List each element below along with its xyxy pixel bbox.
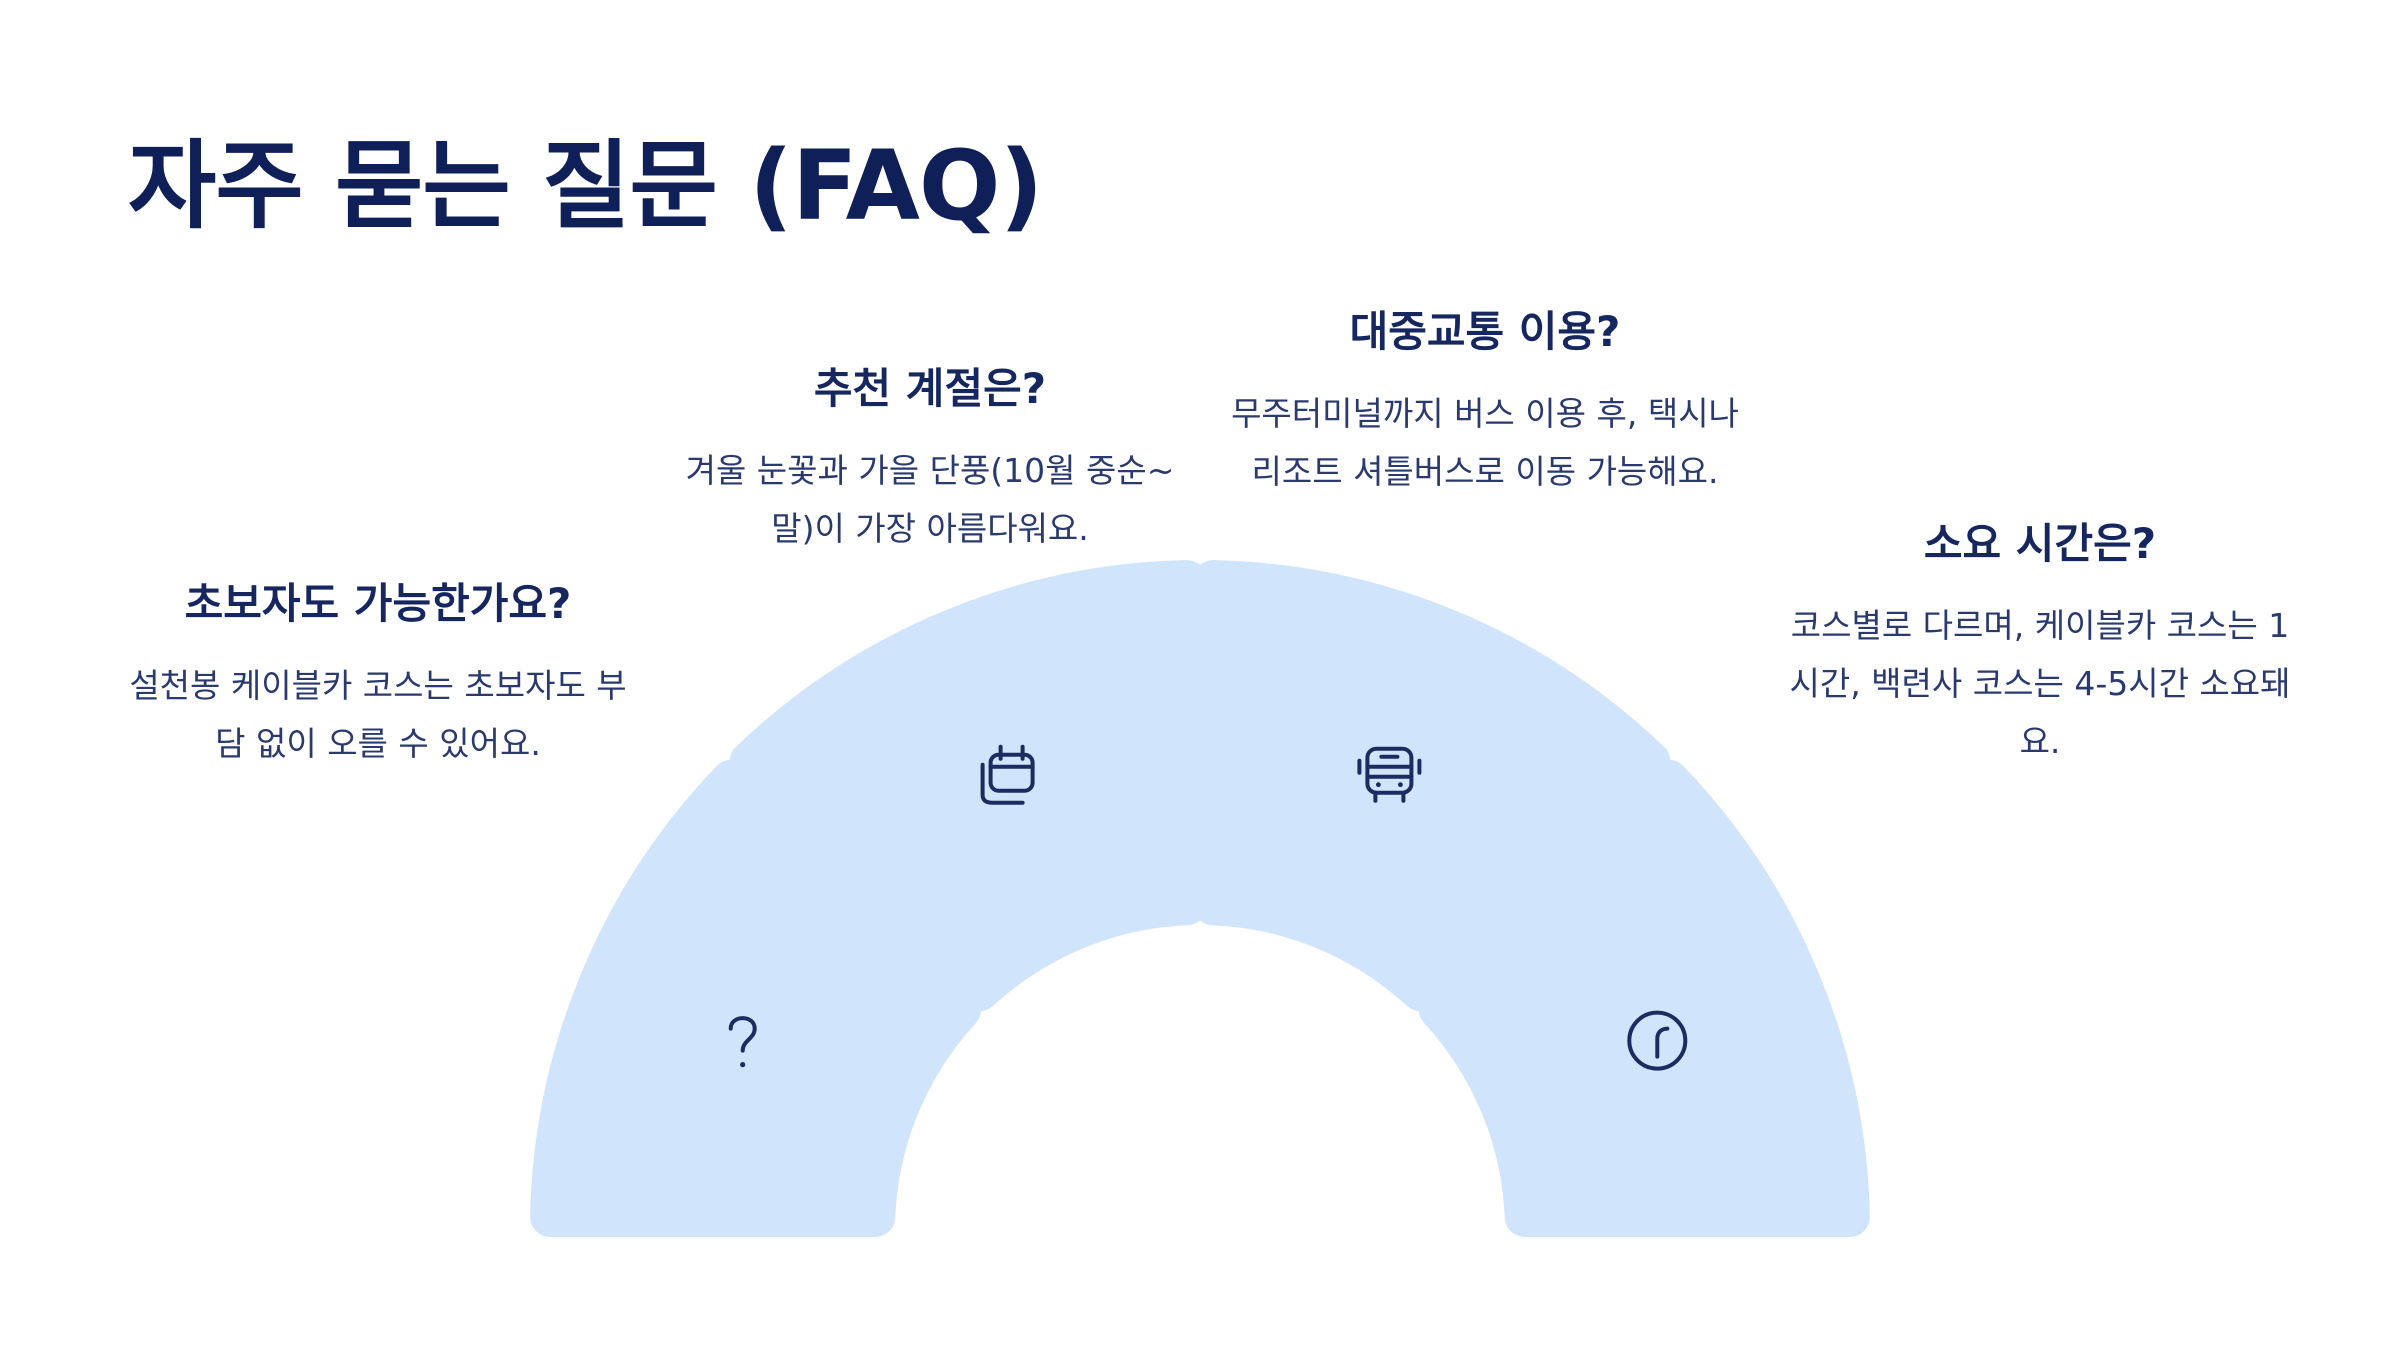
- faq-question: 소요 시간은?: [1923, 519, 2157, 568]
- faq-answer: 겨울 눈꽃과 가을 단풍(10월 중순~말)이 가장 아름다워요.: [685, 451, 1175, 548]
- clock-icon: [1627, 1010, 1688, 1071]
- faq-question: 초보자도 가능한가요?: [184, 579, 572, 628]
- segment-duration: [1418, 759, 1870, 1237]
- page-title: 자주 묻는 질문 (FAQ): [128, 130, 1043, 242]
- faq-item-duration: 소요 시간은? 코스별로 다르며, 케이블카 코스는 1시간, 백련사 코스는 …: [1780, 510, 2300, 771]
- faq-answer: 무주터미널까지 버스 이용 후, 택시나 리조트 셔틀버스로 이동 가능해요.: [1231, 394, 1739, 491]
- calendar-icon: [980, 744, 1035, 805]
- faq-answer: 코스별로 다르며, 케이블카 코스는 1시간, 백련사 코스는 4-5시간 소요…: [1789, 606, 2291, 761]
- faq-question: 추천 계절은?: [813, 364, 1047, 413]
- faq-item-transit: 대중교통 이용? 무주터미널까지 버스 이용 후, 택시나 리조트 셔틀버스로 …: [1225, 298, 1745, 501]
- question-icon: [728, 1016, 757, 1068]
- faq-item-season: 추천 계절은? 겨울 눈꽃과 가을 단풍(10월 중순~말)이 가장 아름다워요…: [670, 355, 1190, 558]
- bus-icon: [1357, 746, 1422, 803]
- segment-season: [729, 560, 1207, 1012]
- segment-transit: [1193, 560, 1671, 1012]
- faq-answer: 설천봉 케이블카 코스는 초보자도 부담 없이 오를 수 있어요.: [129, 666, 627, 763]
- faq-question: 대중교통 이용?: [1349, 307, 1621, 356]
- faq-item-beginner: 초보자도 가능한가요? 설천봉 케이블카 코스는 초보자도 부담 없이 오를 수…: [128, 570, 628, 773]
- segment-question: [530, 759, 982, 1237]
